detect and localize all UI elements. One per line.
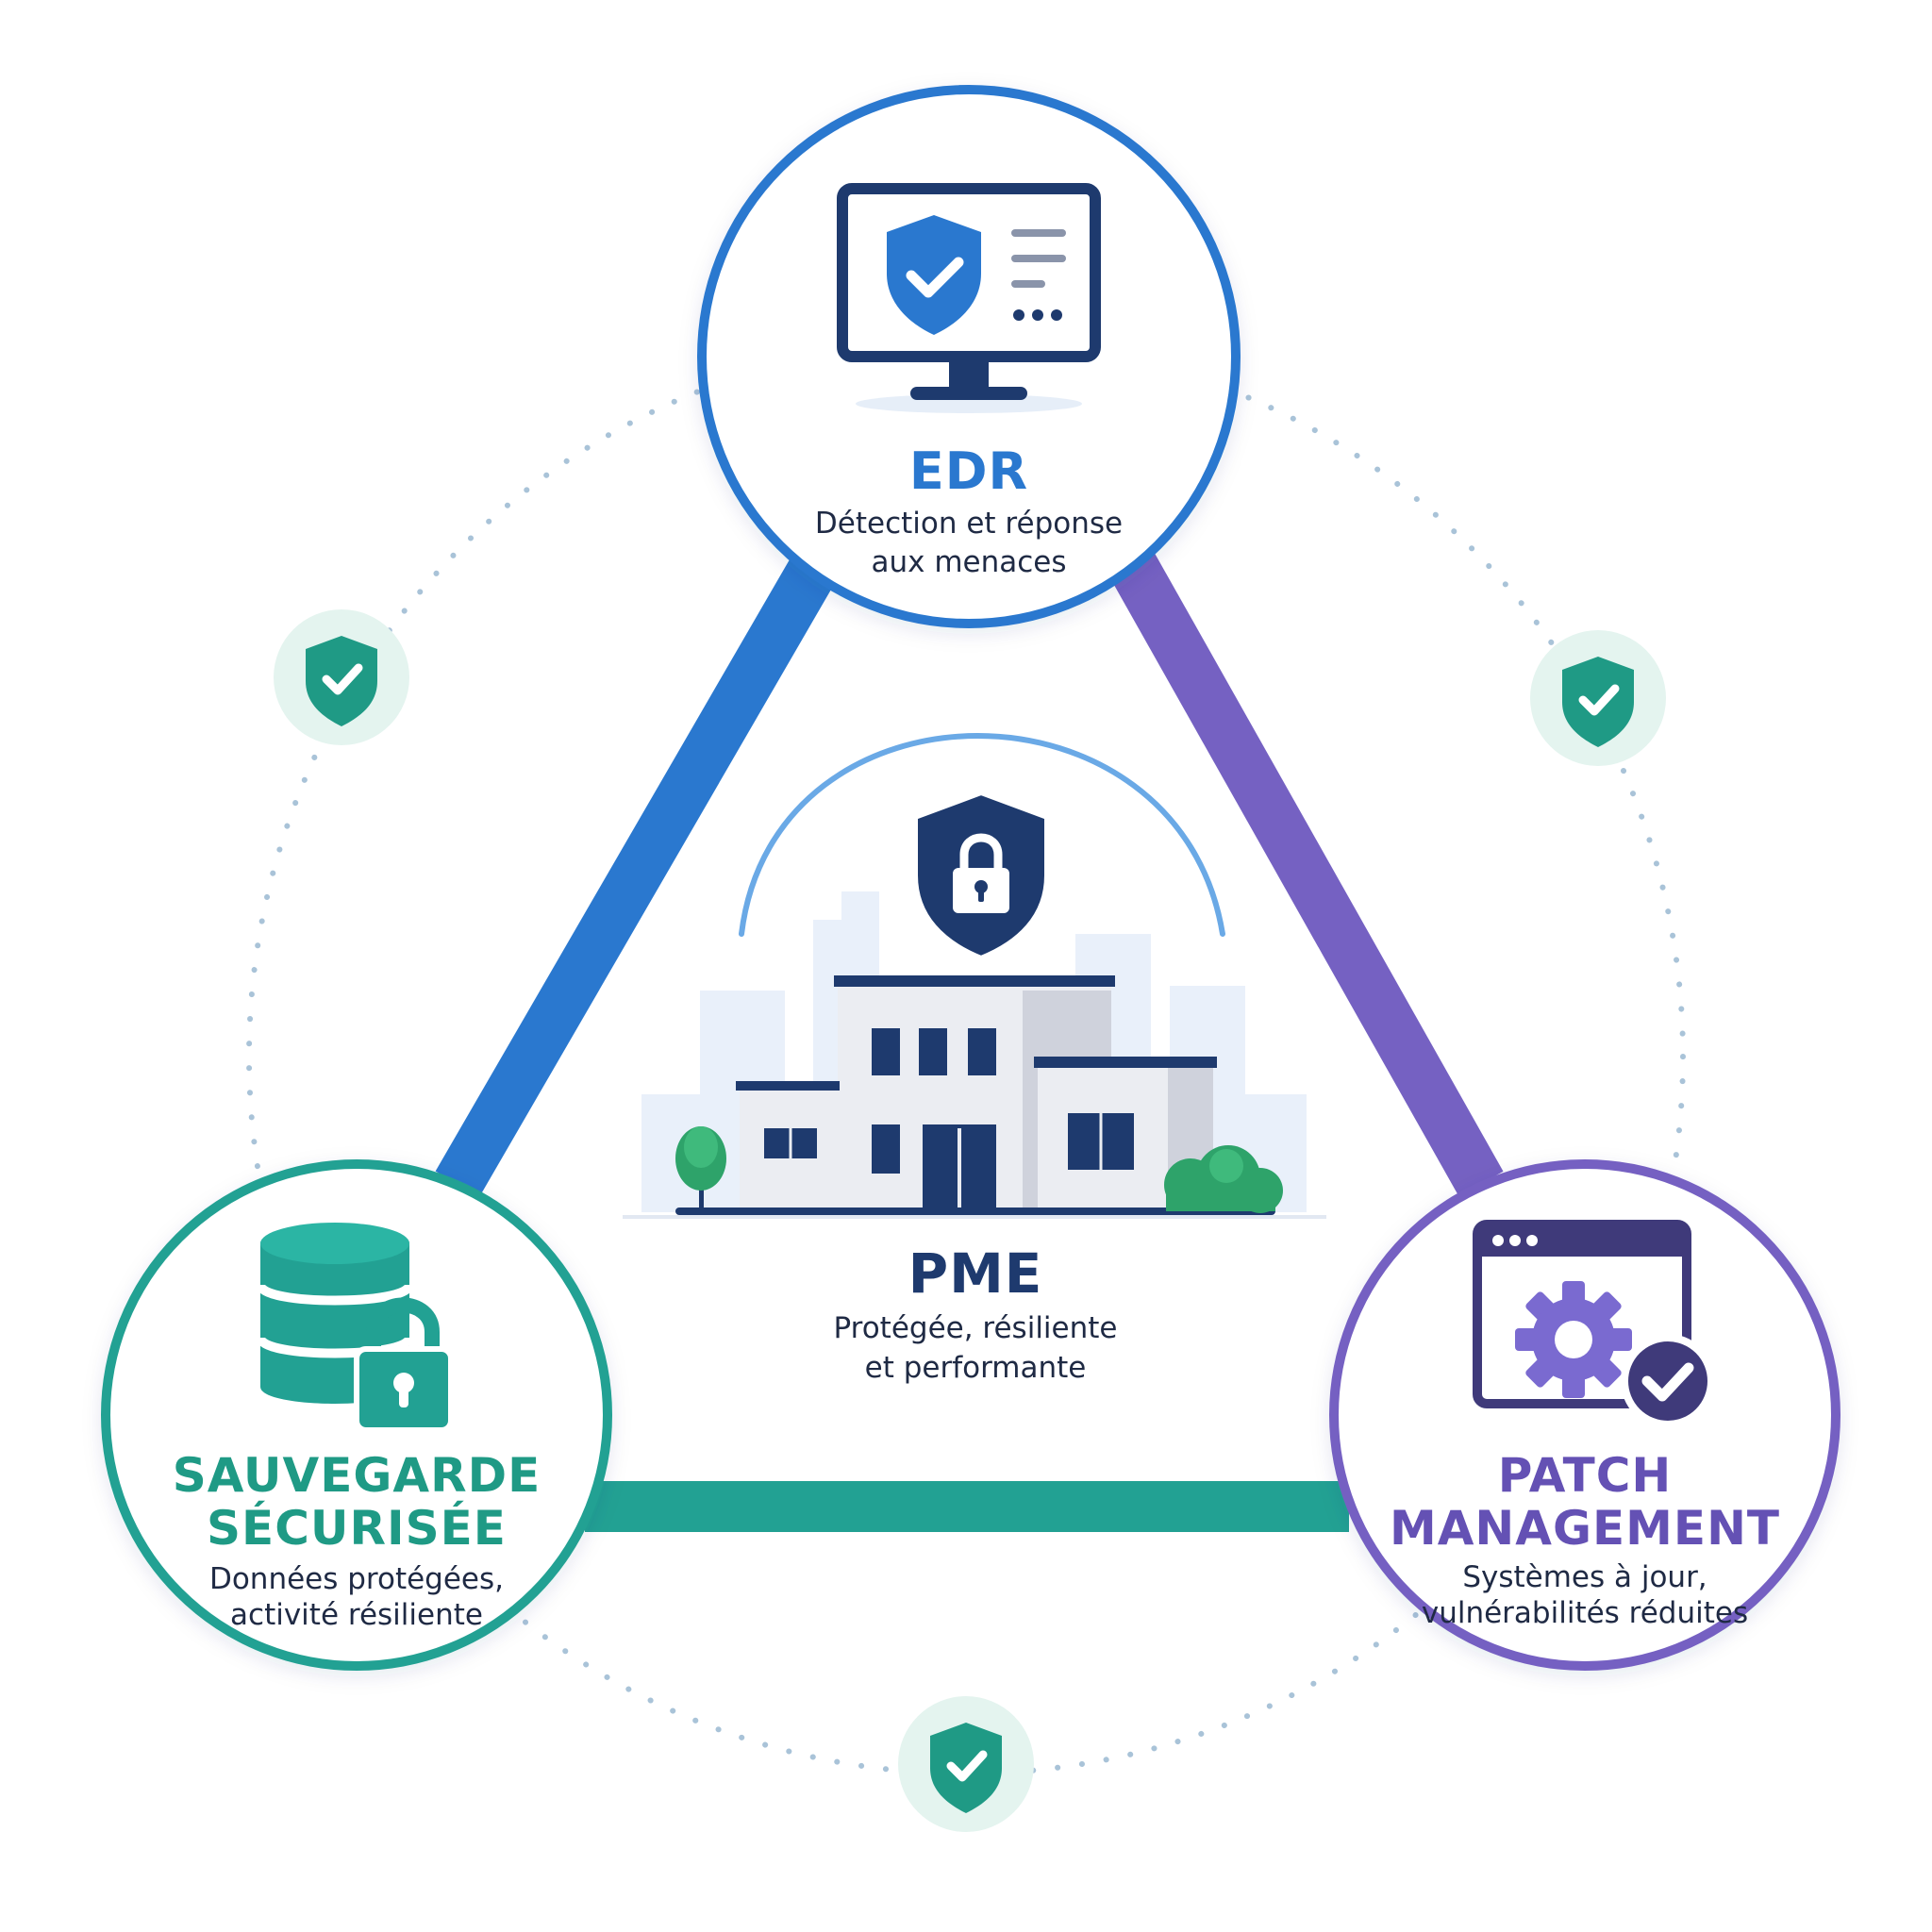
edge-edr-backup: [435, 543, 843, 1197]
database-lock-icon: [256, 1223, 454, 1433]
node-backup: [101, 1159, 612, 1671]
window-gear-check-icon: [1473, 1220, 1715, 1428]
center-title: PME: [908, 1241, 1043, 1306]
node-patch: [1329, 1159, 1840, 1671]
building-shield-lock-icon: [623, 733, 1326, 1219]
backup-subtitle-line2: activité résiliente: [230, 1598, 483, 1632]
patch-title-line2: MANAGEMENT: [1389, 1501, 1781, 1556]
outer-dotted-ring: [246, 337, 1686, 1776]
edr-subtitle-line2: aux menaces: [871, 545, 1067, 579]
backup-title-line1: SAUVEGARDE: [172, 1448, 541, 1503]
edr-subtitle-line1: Détection et réponse: [814, 507, 1124, 541]
protection-arc: [739, 733, 1225, 937]
tree-left: [675, 1126, 726, 1209]
node-edr: [697, 85, 1241, 628]
edge-edr-patch: [1105, 543, 1504, 1197]
badge-bottom: [898, 1696, 1034, 1832]
patch-subtitle-line1: Systèmes à jour,: [1462, 1560, 1707, 1594]
backup-subtitle-line1: Données protégées,: [208, 1562, 505, 1596]
edr-title: EDR: [908, 441, 1029, 501]
patch-subtitle-line2: vulnérabilités réduites: [1421, 1596, 1749, 1630]
backup-title-line2: SÉCURISÉE: [207, 1501, 507, 1556]
badge-left: [274, 609, 409, 745]
center-subtitle-line1: Protégée, résiliente: [833, 1311, 1118, 1345]
center-subtitle-line2: et performante: [864, 1351, 1087, 1385]
bush-right: [1164, 1145, 1283, 1213]
monitor-shield-icon: [837, 183, 1101, 413]
badge-right: [1530, 630, 1666, 766]
patch-title-line1: PATCH: [1497, 1448, 1673, 1503]
